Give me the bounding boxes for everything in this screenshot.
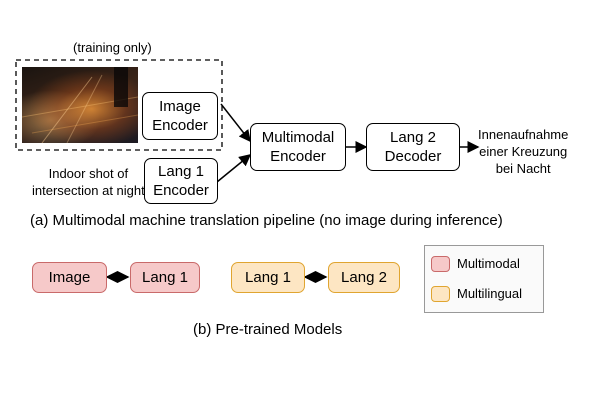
intersection-photo [22, 67, 138, 143]
legend-multilingual-swatch [431, 286, 450, 302]
image-caption-text: Indoor shot of intersection at night [32, 166, 145, 198]
lang1-encoder-box: Lang 1 Encoder [144, 158, 218, 204]
pretrained-lang1-box-multilingual: Lang 1 [231, 262, 305, 293]
legend-multilingual-label: Multilingual [457, 286, 523, 301]
translation-output-text: Innenaufnahme einer Kreuzung bei Nacht [478, 127, 569, 176]
pretrained-lang1-box: Lang 1 [130, 262, 200, 293]
pretrained-image-box: Image [32, 262, 107, 293]
arrow-lang1-encoder-to-multimodal [216, 154, 252, 183]
legend-multimodal-label: Multimodal [457, 256, 520, 271]
arrow-image-encoder-to-multimodal [220, 103, 251, 143]
training-only-label: (training only) [73, 40, 152, 55]
pretrained-lang2-box: Lang 2 [328, 262, 400, 293]
multimodal-encoder-box: Multimodal Encoder [250, 123, 346, 171]
image-encoder-box: Image Encoder [142, 92, 218, 140]
lang2-decoder-box: Lang 2 Decoder [366, 123, 460, 171]
pipeline-caption: (a) Multimodal machine translation pipel… [30, 212, 503, 229]
training-only-region [15, 59, 223, 151]
pretrained-caption: (b) Pre-trained Models [193, 321, 343, 338]
legend-multimodal-swatch [431, 256, 450, 272]
legend: Multimodal Multilingual [424, 245, 544, 313]
